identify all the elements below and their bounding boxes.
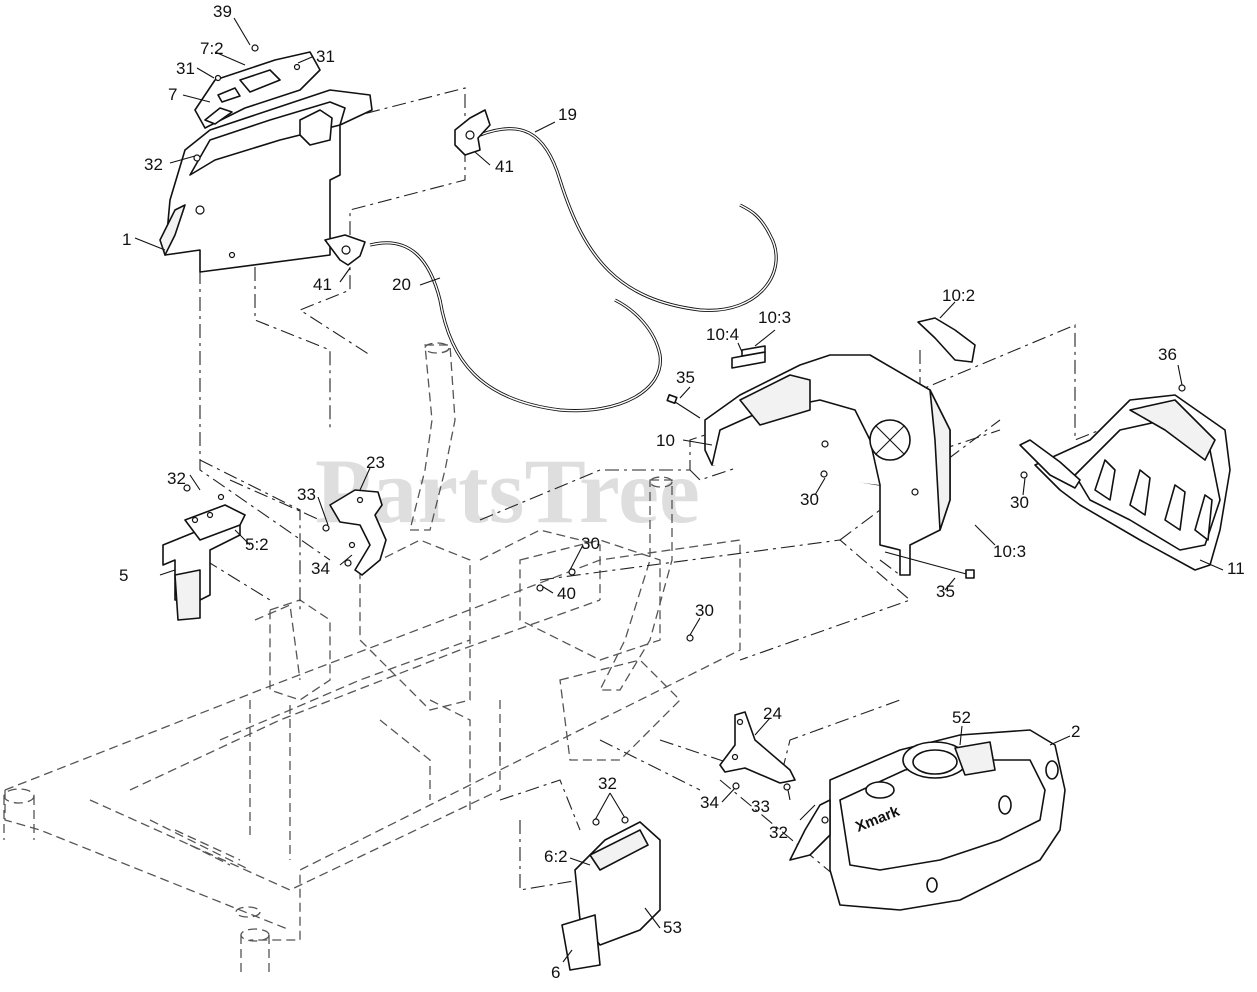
decal-10-3-10-4: [731, 345, 766, 369]
callout-23: 23: [366, 453, 385, 472]
callout-30-frame: 30: [695, 601, 714, 620]
switch-plate: [194, 44, 321, 129]
callout-41-top: 41: [495, 157, 514, 176]
callout-pointers: [134, 17, 1224, 963]
cable-20: [324, 234, 662, 413]
callout-20: 20: [392, 275, 411, 294]
callout-41-mid: 41: [313, 275, 332, 294]
callout-7-2: 7:2: [200, 39, 224, 58]
callout-10: 10: [656, 431, 675, 450]
callout-40: 40: [557, 584, 576, 603]
mower-frame: [3, 529, 741, 975]
hardware-fasteners: [183, 154, 1186, 826]
callout-32-bottom: 32: [598, 774, 617, 793]
callout-6: 6: [551, 963, 560, 982]
bolt-35: [666, 394, 975, 579]
callout-31-right: 31: [316, 47, 335, 66]
callout-1: 1: [122, 230, 131, 249]
callout-30-right: 30: [800, 490, 819, 509]
left-control-tower: [409, 342, 456, 531]
callout-11: 11: [1227, 559, 1245, 578]
bracket-24: [719, 711, 796, 784]
callout-10-3-top: 10:3: [758, 308, 791, 327]
right-control-tower: [598, 476, 673, 691]
callout-24: 24: [763, 704, 782, 723]
decal-10-2: [917, 317, 976, 363]
callout-19: 19: [558, 105, 577, 124]
shield-11: [1019, 394, 1231, 571]
trim-32: [789, 799, 831, 861]
callout-35-top: 35: [676, 368, 695, 387]
callout-30-shield: 30: [1010, 493, 1029, 512]
cable-19: [454, 109, 778, 312]
fuel-tank-cover-2: Xmark: [829, 729, 1066, 911]
callout-32-right: 32: [769, 823, 788, 842]
callout-32-left: 32: [167, 469, 186, 488]
callout-33-right: 33: [751, 797, 770, 816]
cover-6: [561, 821, 661, 971]
callout-30-mid: 30: [581, 534, 600, 553]
callout-10-2: 10:2: [942, 286, 975, 305]
bracket-5: [162, 504, 246, 621]
callout-34-left: 34: [311, 559, 330, 578]
bracket-panel-10: [704, 354, 951, 576]
callout-39: 39: [213, 2, 232, 21]
callout-10-3-bottom: 10:3: [993, 542, 1026, 561]
callout-34-right: 34: [700, 793, 719, 812]
callout-53: 53: [663, 918, 682, 937]
callout-52: 52: [952, 708, 971, 727]
callout-7: 7: [168, 85, 177, 104]
callout-5-2: 5:2: [245, 535, 269, 554]
callout-33-left: 33: [297, 485, 316, 504]
control-panel-left: [159, 89, 373, 273]
callout-6-2: 6:2: [544, 847, 568, 866]
callout-2: 2: [1071, 722, 1080, 741]
callout-labels: 39 7:2 31 31 7 32 1 19 41 41 20 10:2 10:…: [119, 2, 1245, 982]
bracket-23: [329, 489, 387, 576]
callout-31-left: 31: [176, 59, 195, 78]
callout-36: 36: [1158, 345, 1177, 364]
callout-35-bottom: 35: [936, 582, 955, 601]
callout-10-4: 10:4: [706, 325, 739, 344]
callout-32-top: 32: [144, 155, 163, 174]
callout-5: 5: [119, 566, 128, 585]
